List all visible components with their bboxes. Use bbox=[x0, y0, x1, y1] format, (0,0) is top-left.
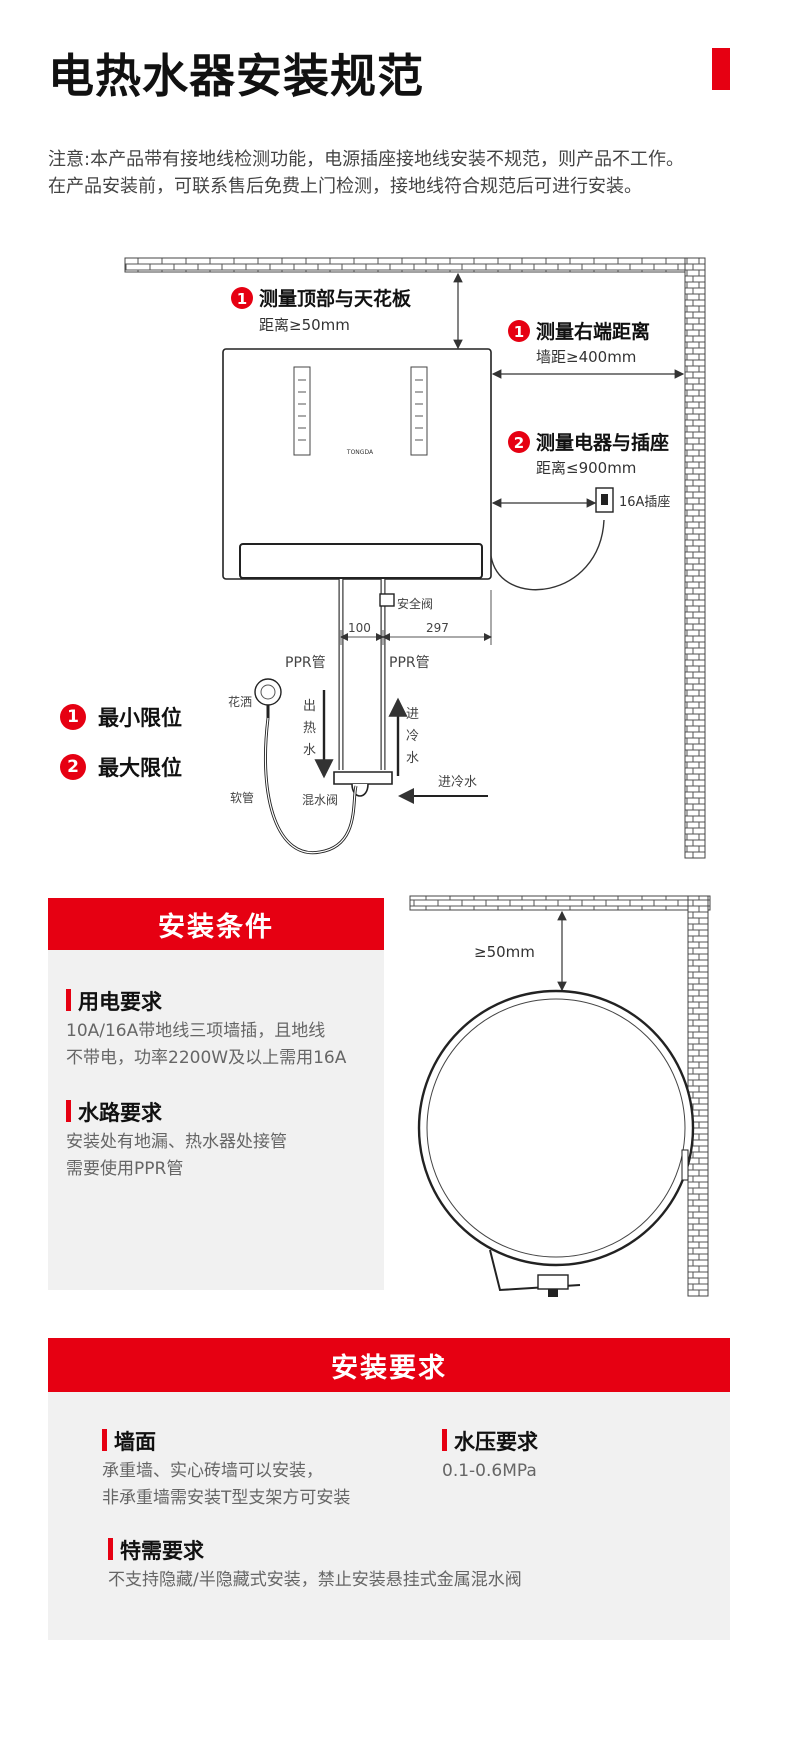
conditions-header: 安装条件 bbox=[48, 898, 384, 950]
round-ceiling-brick bbox=[409, 895, 711, 911]
dim-297: 297 bbox=[426, 621, 449, 635]
water-req-line-2: 需要使用PPR管 bbox=[66, 1159, 184, 1179]
cold-in-char-3: 水 bbox=[406, 751, 419, 766]
heater-brand-mark: TONGDA bbox=[346, 449, 374, 456]
limit-min: 1 最小限位 bbox=[60, 702, 182, 732]
round-clearance-label: ≥50mm bbox=[474, 943, 535, 961]
water-req-title: 水路要求 bbox=[66, 1097, 162, 1127]
title-accent-bar bbox=[712, 48, 730, 90]
heater-indicator-right bbox=[410, 366, 428, 456]
top-clearance-label: 测量顶部与天花板 bbox=[259, 287, 412, 310]
hot-out-char-1: 出 bbox=[303, 699, 316, 714]
heater-base bbox=[239, 543, 483, 579]
socket-label: 16A插座 bbox=[619, 495, 670, 510]
round-heater-fitting bbox=[537, 1274, 569, 1290]
dim-100: 100 bbox=[348, 621, 371, 635]
limit-min-num: 1 bbox=[60, 704, 86, 730]
installation-diagram: 1 测量顶部与天花板 距离≥50mm TONGDA 1 测量右端距离 墙距≥40… bbox=[124, 257, 706, 859]
mixer-valve bbox=[333, 771, 393, 785]
wall-brick bbox=[684, 257, 706, 859]
socket-distance-label: 测量电器与插座 bbox=[536, 431, 669, 454]
ppr-left-label: PPR管 bbox=[285, 655, 326, 671]
badge-1-top bbox=[231, 287, 253, 309]
right-clearance-value: 墙距≥400mm bbox=[536, 348, 636, 366]
hot-out-char-3: 水 bbox=[303, 743, 316, 758]
requirements-header: 安装要求 bbox=[48, 1338, 730, 1392]
power-req-line-2: 不带电，功率2200W及以上需用16A bbox=[66, 1048, 347, 1068]
safety-valve-label: 安全阀 bbox=[397, 596, 433, 611]
power-cable bbox=[490, 519, 605, 591]
notice-text: 注意:本产品带有接地线检测功能，电源插座接地线安装不规范，则产品不工作。 在产品… bbox=[48, 146, 758, 200]
badge-1-top-num: 1 bbox=[237, 290, 247, 308]
round-heater-body bbox=[417, 989, 695, 1267]
wall-req-line-2: 非承重墙需安装T型支架方可安装 bbox=[102, 1488, 351, 1508]
special-req-title: 特需要求 bbox=[108, 1535, 204, 1565]
round-wall-brick bbox=[687, 895, 709, 1297]
hot-out-char-2: 热 bbox=[303, 721, 316, 736]
pressure-req-value: 0.1-0.6MPa bbox=[442, 1461, 537, 1481]
limit-max-label: 最大限位 bbox=[98, 756, 182, 780]
power-req-title: 用电要求 bbox=[66, 986, 162, 1016]
badge-1-right-num: 1 bbox=[514, 323, 524, 341]
shower-head bbox=[254, 678, 282, 706]
pressure-req-title: 水压要求 bbox=[442, 1426, 538, 1456]
round-heater-diagram: ≥50mm bbox=[409, 895, 711, 1297]
cold-in-pipe-label: 进冷水 bbox=[438, 775, 477, 790]
safety-valve-icon bbox=[379, 593, 395, 607]
badge-2-socket bbox=[508, 431, 530, 453]
socket-distance-value: 距离≤900mm bbox=[536, 459, 636, 477]
heater-indicator-left bbox=[293, 366, 311, 456]
hose-label: 软管 bbox=[230, 790, 254, 805]
limit-min-label: 最小限位 bbox=[98, 706, 182, 730]
limit-max-num: 2 bbox=[60, 754, 86, 780]
ppr-right-label: PPR管 bbox=[389, 655, 430, 671]
notice-line-1: 注意:本产品带有接地线检测功能，电源插座接地线安装不规范，则产品不工作。 bbox=[48, 149, 685, 170]
cold-in-char-1: 进 bbox=[406, 707, 419, 722]
ceiling-brick bbox=[124, 257, 706, 273]
limit-max: 2 最大限位 bbox=[60, 752, 182, 782]
cold-in-char-2: 冷 bbox=[406, 729, 419, 744]
power-req-line-1: 10A/16A带地线三项墙插，且地线 bbox=[66, 1021, 326, 1041]
water-req-line-1: 安装处有地漏、热水器处接管 bbox=[66, 1132, 287, 1152]
mixer-label: 混水阀 bbox=[302, 793, 338, 807]
page-title: 电热水器安装规范 bbox=[48, 49, 424, 103]
top-clearance-value: 距离≥50mm bbox=[259, 316, 350, 334]
badge-1-right bbox=[508, 320, 530, 342]
special-req-line-1: 不支持隐藏/半隐藏式安装，禁止安装悬挂式金属混水阀 bbox=[108, 1570, 522, 1590]
shower-label: 花洒 bbox=[228, 694, 252, 709]
right-clearance-label: 测量右端距离 bbox=[536, 320, 650, 343]
notice-line-2: 在产品安装前，可联系售后免费上门检测，接地线符合规范后可进行安装。 bbox=[48, 176, 642, 197]
conditions-panel bbox=[48, 898, 384, 1290]
wall-req-title: 墙面 bbox=[102, 1426, 156, 1456]
wall-req-line-1: 承重墙、实心砖墙可以安装， bbox=[102, 1461, 323, 1481]
badge-2-socket-num: 2 bbox=[514, 434, 524, 452]
